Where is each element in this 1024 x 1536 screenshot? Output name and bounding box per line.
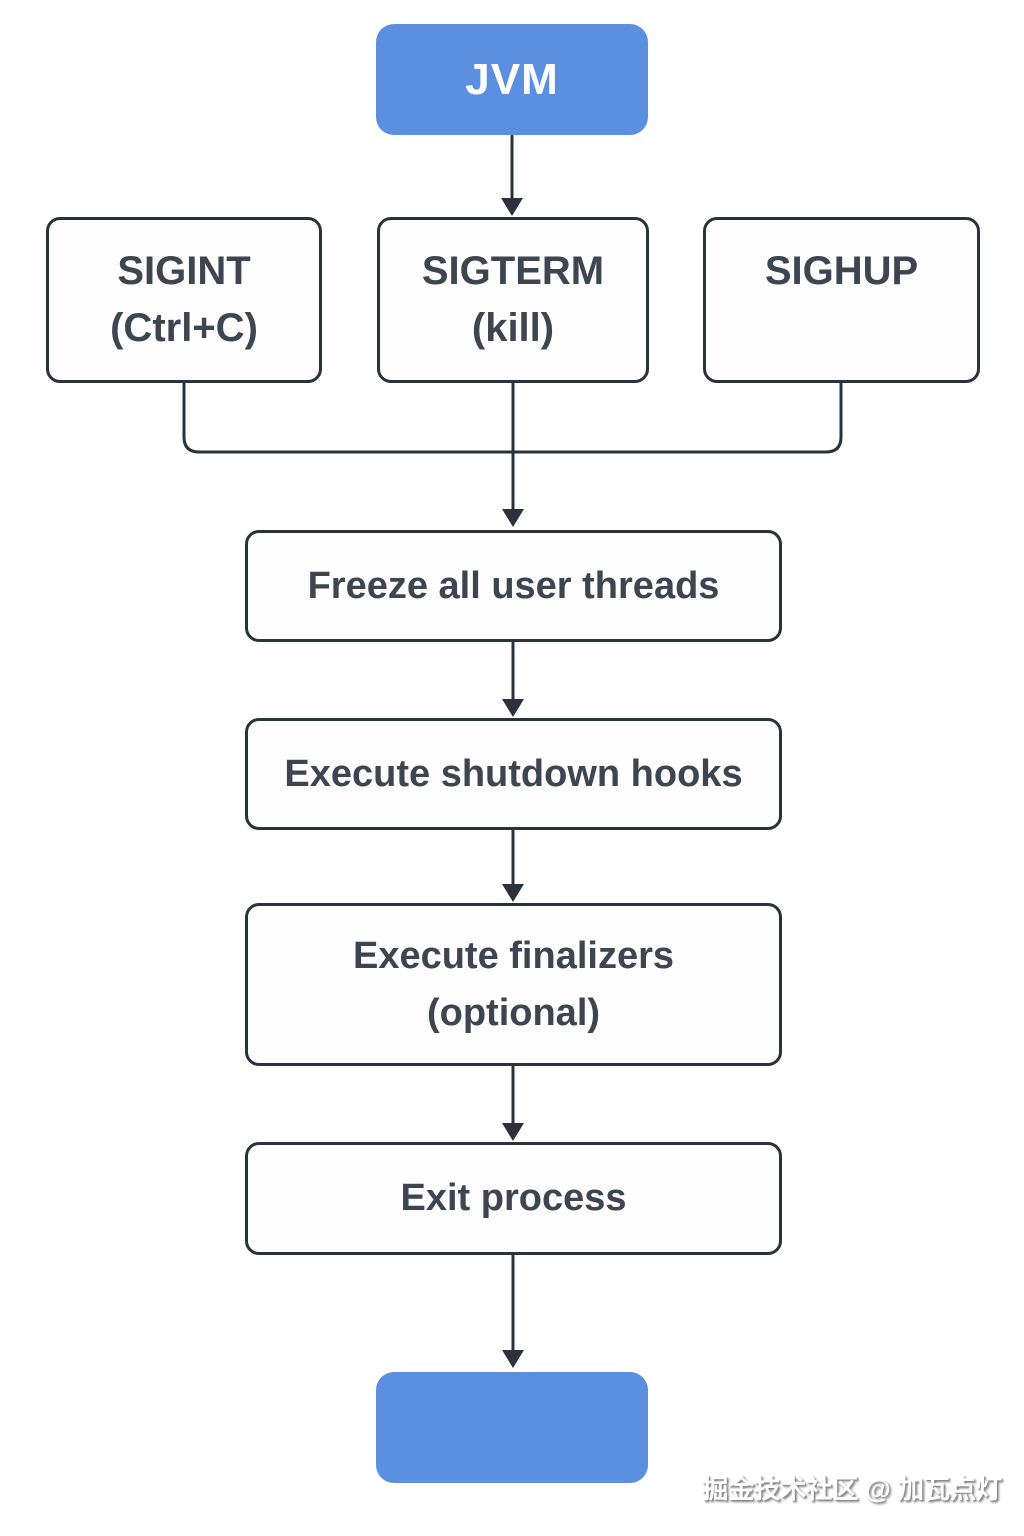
shutdown-hooks-label: Execute shutdown hooks <box>284 752 743 795</box>
sighup-label-line1: SIGHUP <box>764 249 919 293</box>
node-sighup: SIGHUP <box>703 217 980 383</box>
arrowhead-down-icon <box>501 198 523 216</box>
arrowhead-down-icon <box>502 509 524 527</box>
finalizers-label-line1: Execute finalizers <box>352 934 675 977</box>
node-jvm: JVM <box>376 24 648 135</box>
sigint-label-line2: (Ctrl+C) <box>110 306 258 350</box>
freeze-label: Freeze all user threads <box>307 564 720 607</box>
sigterm-label-line1: SIGTERM <box>421 249 605 293</box>
node-execute-shutdown-hooks: Execute shutdown hooks <box>245 718 782 830</box>
sigterm-label-line2: (kill) <box>471 306 555 350</box>
node-execute-finalizers: Execute finalizers (optional) <box>245 903 782 1066</box>
arrowhead-down-icon <box>502 884 524 902</box>
arrowhead-down-icon <box>502 1123 524 1141</box>
node-exit-process: Exit process <box>245 1142 782 1255</box>
arrowhead-down-icon <box>502 699 524 717</box>
watermark: 掘金技术社区 @ 加瓦点灯 <box>702 1474 1002 1504</box>
arrowhead-down-icon <box>502 1350 524 1368</box>
node-freeze-user-threads: Freeze all user threads <box>245 530 782 642</box>
exit-process-label: Exit process <box>400 1177 627 1219</box>
node-sigterm: SIGTERM (kill) <box>377 217 649 383</box>
finalizers-label-line2: (optional) <box>426 991 601 1034</box>
node-end <box>376 1372 648 1483</box>
node-sigint: SIGINT (Ctrl+C) <box>46 217 322 383</box>
sigint-label-line1: SIGINT <box>117 249 251 293</box>
jvm-label: JVM <box>465 54 559 104</box>
connector-signal-merge <box>182 383 843 454</box>
